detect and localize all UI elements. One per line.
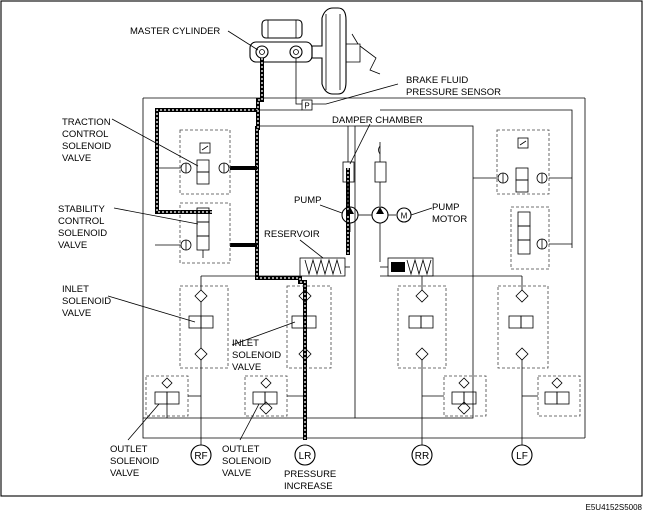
- label-pump: PUMP: [294, 195, 321, 206]
- label-stability-2: CONTROL: [58, 216, 104, 227]
- label-inlet-center-3: VALVE: [232, 362, 261, 373]
- wheel-rr: RR: [411, 440, 433, 466]
- svg-text:RF: RF: [194, 451, 207, 462]
- pump-motor: M: [396, 207, 412, 223]
- inlet-valve-lf: [497, 276, 549, 440]
- label-outlet-center-2: SOLENOID: [222, 456, 271, 467]
- pressure-sensor-symbol: P: [304, 102, 309, 111]
- label-traction-3: SOLENOID: [62, 141, 111, 152]
- inlet-valve-rr: [397, 276, 447, 440]
- stability-control-valve-left: [179, 202, 231, 264]
- label-stability-1: STABILITY: [58, 204, 105, 215]
- damper-chamber-left: [342, 126, 355, 206]
- wheel-rf: RF: [190, 440, 212, 466]
- label-pump-motor-1: PUMP: [432, 202, 459, 213]
- label-brake-fluid: BRAKE FLUID: [406, 75, 468, 86]
- label-stability-4: VALVE: [58, 240, 87, 251]
- label-stability-3: SOLENOID: [58, 228, 107, 239]
- label-inlet-left-2: SOLENOID: [62, 296, 111, 307]
- damper-chamber-right: [374, 142, 387, 206]
- svg-text:RR: RR: [415, 451, 429, 462]
- outlet-valve-lr: [244, 375, 305, 417]
- reservoir-left: [299, 257, 350, 277]
- inlet-valve-rf: [179, 276, 229, 440]
- outlet-valve-rf: [145, 375, 201, 418]
- pump-right: [371, 206, 389, 224]
- label-outlet-center-1: OUTLET: [222, 444, 260, 455]
- label-outlet-center-3: VALVE: [222, 468, 251, 479]
- label-pressure-sensor: PRESSURE SENSOR: [406, 87, 501, 98]
- outlet-valve-lf: [522, 375, 581, 417]
- label-pump-motor-2: MOTOR: [432, 214, 467, 225]
- inlet-valve-lr: [286, 285, 332, 369]
- brake-booster: [311, 7, 381, 95]
- wheel-lr: LR: [294, 444, 316, 466]
- traction-control-valve-right: [496, 129, 550, 195]
- label-outlet-left-2: SOLENOID: [110, 456, 159, 467]
- svg-text:M: M: [401, 212, 408, 221]
- label-inlet-center-2: SOLENOID: [232, 350, 281, 361]
- label-damper-chamber: DAMPER CHAMBER: [332, 115, 423, 126]
- label-traction-1: TRACTION: [62, 117, 111, 128]
- right-circuit-frame: [354, 125, 474, 419]
- label-inlet-center-1: INLET: [232, 338, 259, 349]
- figure-id: E5U4152S5008: [586, 503, 643, 512]
- leader-lines: [107, 30, 433, 441]
- label-pressure-increase-2: INCREASE: [284, 481, 333, 492]
- svg-text:LR: LR: [299, 451, 312, 462]
- label-pressure-increase-1: PRESSURE: [284, 469, 336, 480]
- label-traction-4: VALVE: [62, 153, 91, 164]
- label-outlet-left-3: VALVE: [110, 468, 139, 479]
- figure-frame: [0, 0, 643, 497]
- traction-control-valve-left: [179, 129, 231, 195]
- reservoir-right: [380, 257, 434, 277]
- pressure-sensor: [301, 99, 313, 111]
- label-outlet-left-1: OUTLET: [110, 444, 148, 455]
- svg-text:LF: LF: [516, 451, 528, 462]
- outlet-valve-rr: [422, 375, 487, 417]
- label-reservoir: RESERVOIR: [264, 229, 320, 240]
- label-master-cylinder: MASTER CYLINDER: [130, 26, 220, 37]
- stability-control-valve-right: [510, 206, 550, 270]
- master-cylinder: [249, 19, 313, 63]
- label-inlet-left-3: VALVE: [62, 308, 91, 319]
- wheel-lf: LF: [511, 440, 533, 466]
- label-inlet-left-1: INLET: [62, 284, 89, 295]
- label-traction-2: CONTROL: [62, 129, 108, 140]
